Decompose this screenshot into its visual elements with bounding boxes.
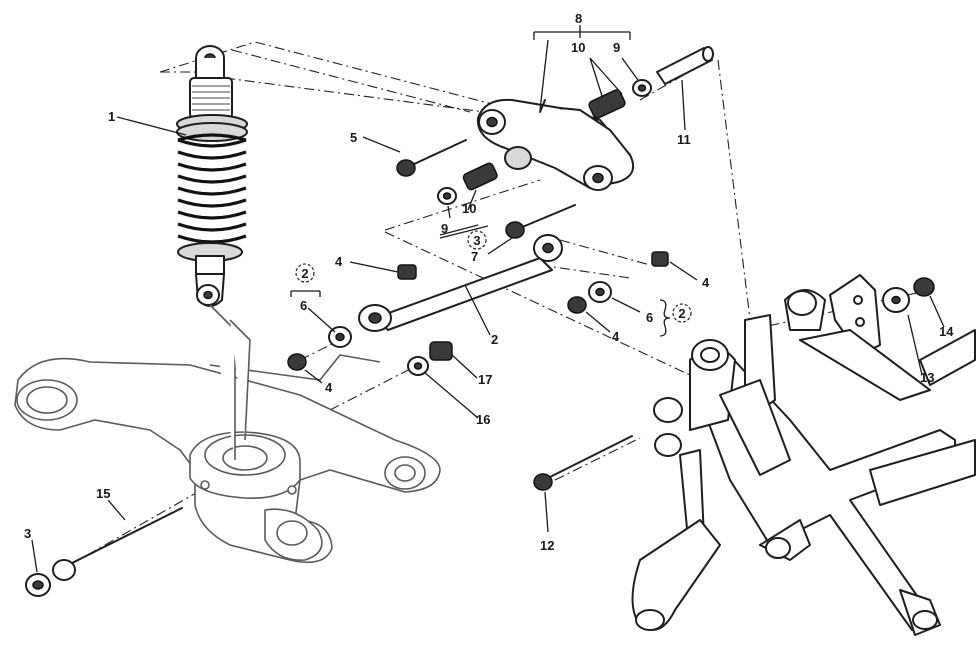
- spacer-13: [882, 287, 910, 313]
- callout-5: 5: [350, 130, 357, 145]
- callout-4: 4: [612, 329, 620, 344]
- underline-mark-3: [439, 225, 489, 239]
- callout-2: 2: [491, 332, 498, 347]
- callout-10: 10: [571, 40, 585, 55]
- cap-3: [25, 573, 51, 597]
- callout-9: 9: [441, 221, 448, 236]
- circled-mark-2-left: 2: [295, 263, 315, 283]
- callout-1: 1: [108, 109, 115, 124]
- bearing-10-upper: [588, 89, 626, 119]
- bolt-15: [52, 507, 183, 581]
- nut-14: [913, 277, 935, 297]
- bushing-6: [328, 281, 612, 348]
- circled-mark-2-right: 2: [672, 303, 692, 323]
- callout-6: 6: [300, 298, 307, 313]
- frame-assembly: [631, 274, 976, 636]
- rocker-linkage: [476, 98, 634, 191]
- callout-9: 9: [613, 40, 620, 55]
- callout-12: 12: [540, 538, 554, 553]
- callout-16: 16: [476, 412, 490, 427]
- spacer-9-upper: [632, 79, 652, 97]
- bearing-10-lower: [462, 162, 498, 191]
- callout-4: 4: [335, 254, 343, 269]
- spacer-16: [407, 356, 429, 376]
- tie-rod: [358, 234, 563, 332]
- bolt-7: [505, 204, 576, 239]
- bolt-5: [396, 139, 467, 177]
- callout-13: 13: [920, 370, 934, 385]
- swingarm: [14, 354, 441, 564]
- pin-11: [656, 46, 714, 85]
- circled-mark-text: 2: [301, 266, 308, 281]
- callout-7: 7: [471, 249, 478, 264]
- callout-17: 17: [478, 372, 492, 387]
- bolt-12: [533, 435, 633, 491]
- callout-10: 10: [462, 201, 476, 216]
- callout-11: 11: [677, 132, 691, 147]
- callout-8: 8: [575, 11, 582, 26]
- leader-lines: [31, 25, 945, 573]
- shock-absorber: [176, 45, 251, 460]
- callout-4: 4: [702, 275, 710, 290]
- callout-6: 6: [646, 310, 653, 325]
- callout-14: 14: [939, 324, 954, 339]
- callout-4: 4: [325, 380, 333, 395]
- circled-mark-text: 2: [678, 306, 685, 321]
- callout-3: 3: [24, 526, 31, 541]
- callout-labels: 1 2 3 4 4 4 4 5 6 6 7 8 9 9 10 10 11 12 …: [24, 11, 954, 553]
- spacer-9-lower: [437, 187, 457, 205]
- circled-mark-3: 3: [467, 230, 487, 250]
- circled-mark-text: 3: [473, 233, 480, 248]
- bushing-4: [287, 251, 669, 371]
- bushing-17: [429, 341, 453, 361]
- callout-15: 15: [96, 486, 110, 501]
